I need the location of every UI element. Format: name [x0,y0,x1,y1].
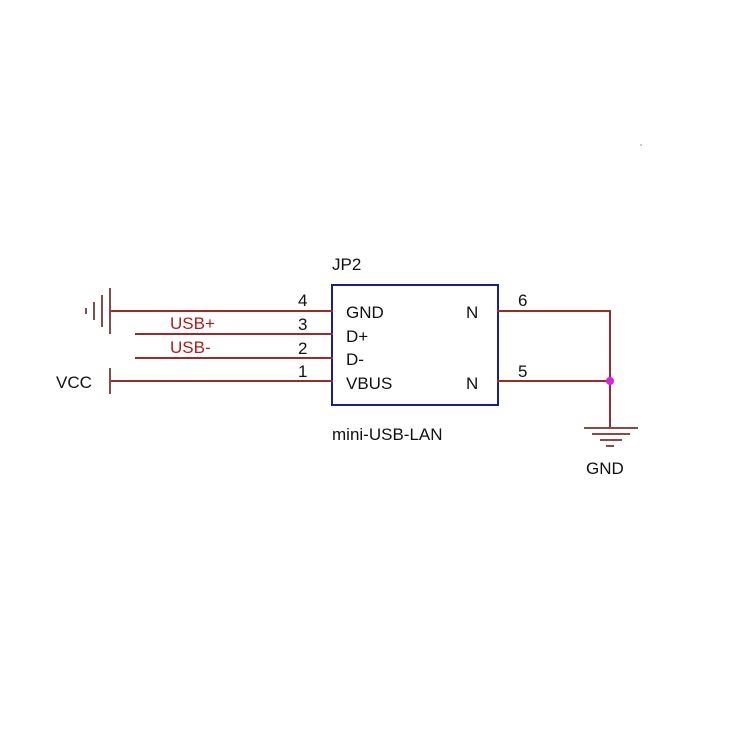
pin-name-dminus: D- [346,350,364,369]
pin-number-3: 3 [298,315,307,334]
pin-name-gnd: GND [346,303,384,322]
pin-number-5: 5 [518,362,527,381]
pin-name-vbus: VBUS [346,374,392,393]
pin-name-dplus: D+ [346,327,368,346]
component-value: mini-USB-LAN [332,425,443,444]
pin-name-n-5: N [466,374,478,393]
net-label-usb-plus: USB+ [170,314,215,333]
net-label-usb-minus: USB- [170,338,211,357]
left-ground-icon [85,288,111,334]
right-ground-icon [584,427,638,447]
speck-dot [640,144,642,146]
component-ref: JP2 [332,255,361,274]
junction-dot [606,377,614,385]
pin-number-4: 4 [298,291,307,310]
pin-name-n-6: N [466,303,478,322]
pin-number-1: 1 [298,362,307,381]
net-label-vcc: VCC [56,373,92,392]
pin-number-6: 6 [518,291,527,310]
net-label-gnd: GND [586,459,624,478]
pin-number-2: 2 [298,339,307,358]
component-body [331,284,499,406]
